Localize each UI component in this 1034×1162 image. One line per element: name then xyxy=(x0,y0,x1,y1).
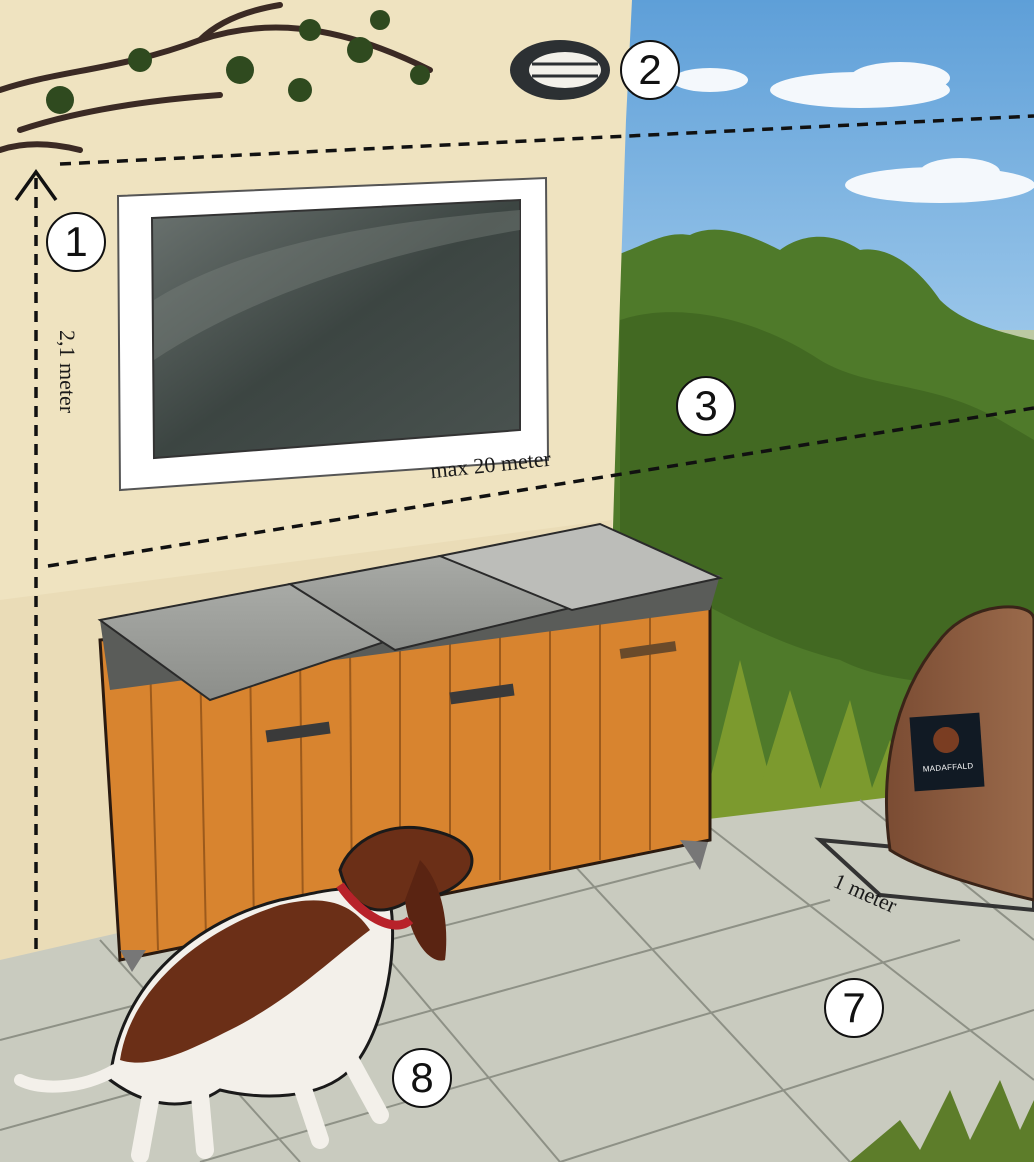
marker-7: 7 xyxy=(824,978,884,1038)
marker-8: 8 xyxy=(392,1048,452,1108)
marker-2: 2 xyxy=(620,40,680,100)
wall-lamp xyxy=(510,40,610,100)
food-waste-bag-badge: MADAFFALD xyxy=(910,713,985,792)
marker-3: 3 xyxy=(676,376,736,436)
height-label: 2,1 meter xyxy=(54,330,80,413)
food-waste-icon xyxy=(932,726,960,754)
bag-label: MADAFFALD xyxy=(913,761,983,775)
marker-1: 1 xyxy=(46,212,106,272)
window xyxy=(118,178,548,490)
